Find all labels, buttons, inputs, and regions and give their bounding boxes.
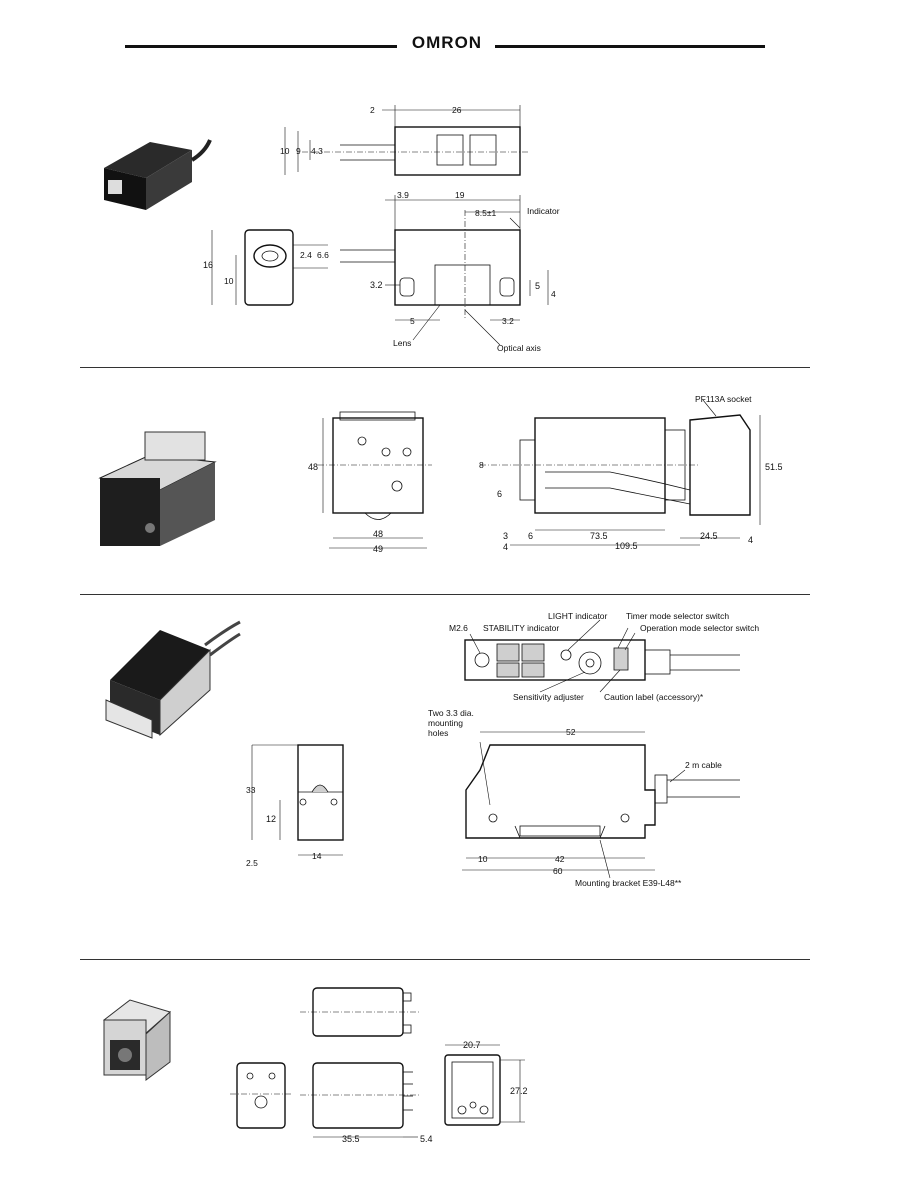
label-caution-label: Caution label (accessory)* bbox=[604, 692, 704, 702]
dim-front-5b: 5 bbox=[410, 316, 415, 326]
dim-side-51-5: 51.5 bbox=[765, 462, 783, 472]
dim-side-10: 10 bbox=[478, 854, 488, 864]
dim-front-4: 4 bbox=[551, 289, 556, 299]
section-divider-3 bbox=[80, 959, 810, 960]
dim-top-2: 2 bbox=[370, 105, 375, 115]
label-mounting-bracket: Mounting bracket E39-L48** bbox=[575, 878, 682, 888]
dim-panel-48h: 48 bbox=[308, 462, 318, 472]
section-divider-2 bbox=[80, 594, 810, 595]
dim-side-52: 52 bbox=[566, 727, 576, 737]
end-view-amp bbox=[251, 744, 344, 856]
dim-side-60: 60 bbox=[553, 866, 563, 876]
page-header: OMRON bbox=[125, 33, 765, 56]
dim-side-73-5: 73.5 bbox=[590, 531, 608, 541]
dim-side-8: 8 bbox=[479, 460, 484, 470]
dim-side-6b: 6 bbox=[528, 531, 533, 541]
top-view-amp bbox=[464, 619, 740, 693]
amplifier-photo bbox=[98, 431, 217, 546]
dim-end-14: 14 bbox=[312, 851, 322, 861]
relay-side-view bbox=[300, 1062, 420, 1138]
dim-end-12: 12 bbox=[266, 814, 276, 824]
label-holes-1: Two 3.3 dia. bbox=[428, 708, 474, 718]
section-divider-1 bbox=[80, 367, 810, 368]
relay-top-view bbox=[300, 987, 420, 1037]
dim-top-26: 26 bbox=[452, 105, 462, 115]
brand-logo: OMRON bbox=[411, 33, 483, 52]
fiber-amp-photo bbox=[105, 620, 241, 739]
sensor-photo bbox=[104, 139, 212, 210]
dim-side-2-4: 2.4 bbox=[300, 250, 312, 260]
label-lens: Lens bbox=[393, 338, 411, 348]
label-2m-cable: 2 m cable bbox=[685, 760, 722, 770]
label-pf113a-socket: PF113A socket bbox=[695, 394, 752, 404]
section-3-drawings: M2.6 LIGHT indicator STABILITY indicator… bbox=[105, 611, 759, 888]
dim-relay-20-7: 20.7 bbox=[463, 1040, 481, 1050]
dim-end-2-5: 2.5 bbox=[246, 858, 258, 868]
dim-side-42: 42 bbox=[555, 854, 565, 864]
relay-end-view bbox=[230, 1062, 292, 1129]
label-timer-switch: Timer mode selector switch bbox=[626, 611, 729, 621]
dim-side-6-6: 6.6 bbox=[317, 250, 329, 260]
dim-side-109-5: 109.5 bbox=[615, 541, 638, 551]
side-view-drawing bbox=[211, 229, 328, 306]
side-socket-drawing bbox=[480, 399, 761, 546]
label-m26: M2.6 bbox=[449, 623, 468, 633]
section-4-drawings: 35.5 5.4 20.7 27.2 bbox=[102, 987, 528, 1144]
dim-front-3-9: 3.9 bbox=[397, 190, 409, 200]
dim-side-4a: 4 bbox=[503, 542, 508, 552]
dim-side-6: 6 bbox=[497, 489, 502, 499]
relay-photo bbox=[102, 999, 172, 1081]
top-view-drawing bbox=[284, 105, 530, 176]
label-sensitivity-adjuster: Sensitivity adjuster bbox=[513, 692, 584, 702]
dim-front-19: 19 bbox=[455, 190, 465, 200]
dim-side-3: 3 bbox=[503, 531, 508, 541]
label-optical-axis: Optical axis bbox=[497, 343, 541, 353]
dim-front-3-2a: 3.2 bbox=[370, 280, 383, 290]
dim-relay-5-4: 5.4 bbox=[420, 1134, 433, 1144]
dim-front-8-5: 8.5±1 bbox=[475, 208, 496, 218]
dim-end-33: 33 bbox=[246, 785, 256, 795]
dim-top-9: 9 bbox=[296, 146, 301, 156]
dim-side-10: 10 bbox=[224, 276, 234, 286]
dim-relay-27-2: 27.2 bbox=[510, 1086, 528, 1096]
label-operation-switch: Operation mode selector switch bbox=[640, 623, 759, 633]
dim-top-4-3: 4.3 bbox=[311, 146, 323, 156]
side-view-amp bbox=[462, 731, 740, 879]
section-2-drawings: 48 48 49 8 6 51.5 3 4 6 73.5 109.5 24.5 … bbox=[98, 394, 783, 554]
dim-panel-48w: 48 bbox=[373, 529, 383, 539]
dim-side-4b: 4 bbox=[748, 535, 753, 545]
header-rule-right bbox=[495, 45, 765, 48]
dim-front-3-2b: 3.2 bbox=[502, 316, 514, 326]
front-view-drawing bbox=[340, 195, 549, 346]
dim-front-5a: 5 bbox=[535, 281, 540, 291]
label-stability-indicator: STABILITY indicator bbox=[483, 623, 559, 633]
header-rule-left bbox=[125, 45, 397, 48]
dim-relay-35-5: 35.5 bbox=[342, 1134, 360, 1144]
dim-top-10: 10 bbox=[280, 146, 290, 156]
dim-side-16: 16 bbox=[203, 260, 213, 270]
label-holes-3: holes bbox=[428, 728, 448, 738]
dim-side-24-5: 24.5 bbox=[700, 531, 718, 541]
label-holes-2: mounting bbox=[428, 718, 463, 728]
front-panel-drawing bbox=[318, 411, 432, 549]
label-light-indicator: LIGHT indicator bbox=[548, 611, 608, 621]
section-1-drawings: 2 26 10 9 4.3 16 10 2.4 6.6 bbox=[104, 105, 560, 353]
relay-socket-view bbox=[444, 1044, 525, 1126]
dim-panel-49: 49 bbox=[373, 544, 383, 554]
label-indicator: Indicator bbox=[527, 206, 560, 216]
